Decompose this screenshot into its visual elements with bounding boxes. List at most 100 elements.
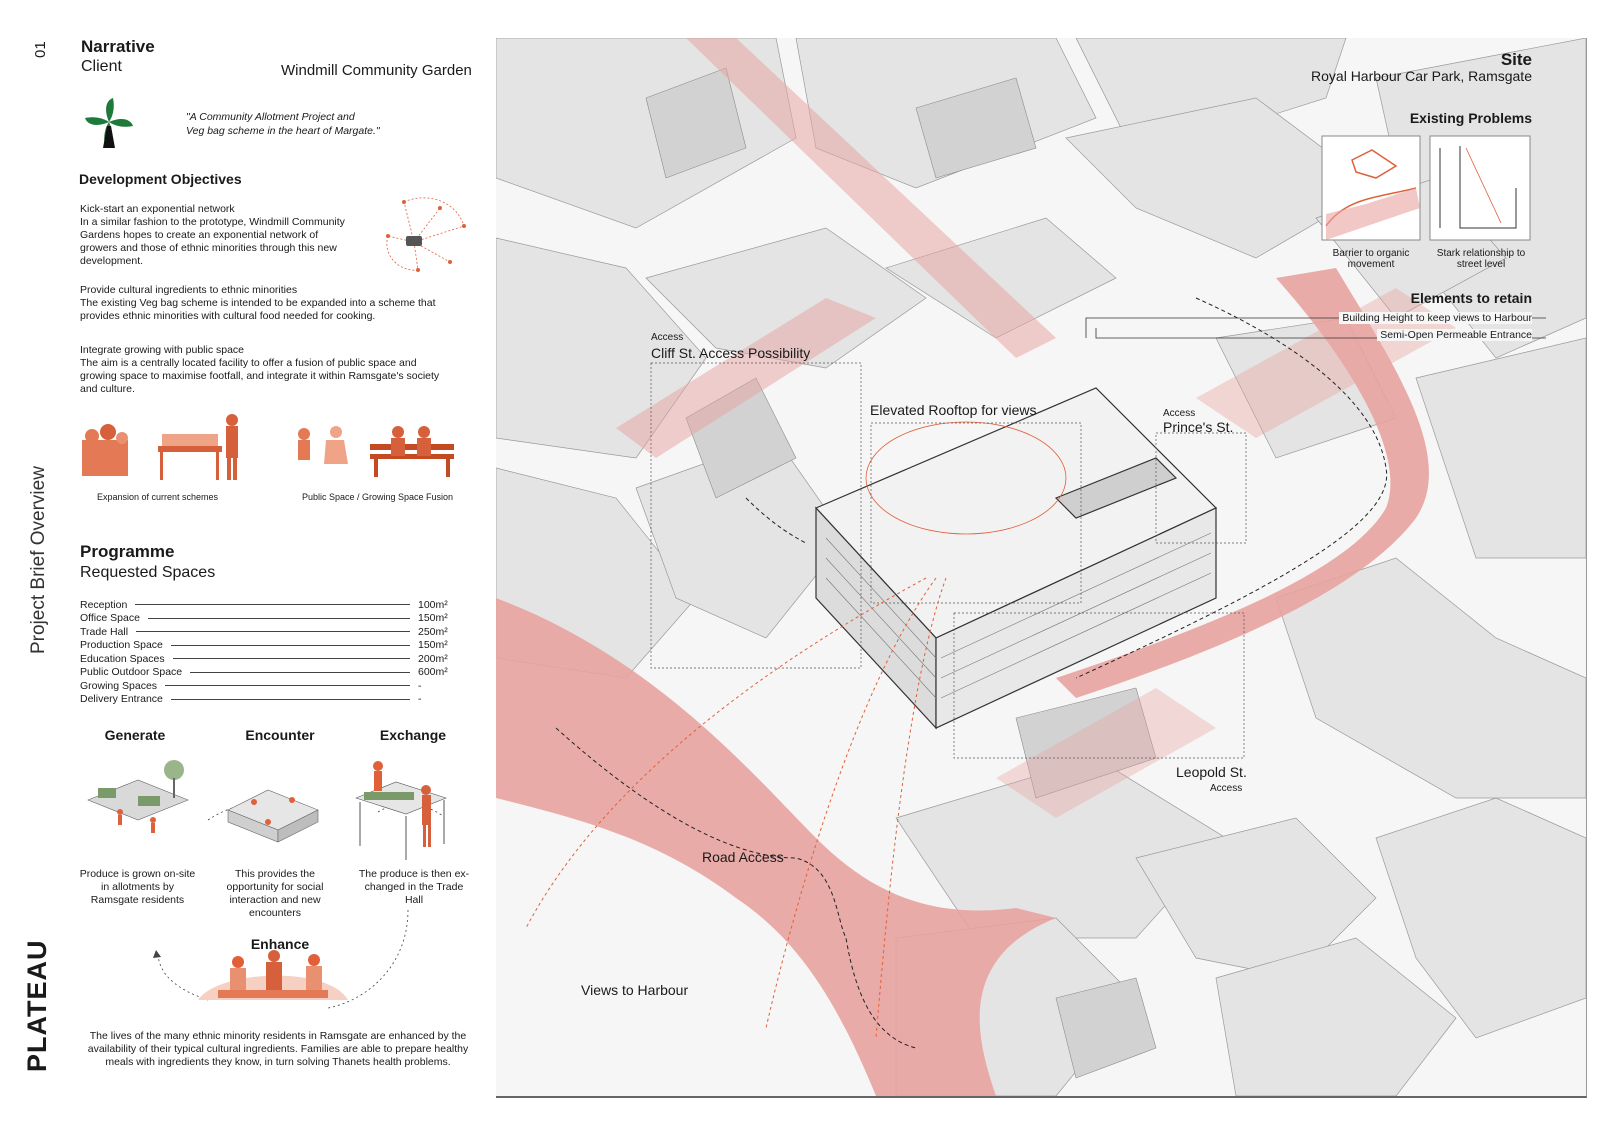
space-area: - [418, 693, 422, 706]
narrative-heading: Narrative [81, 37, 155, 56]
encounter-title: Encounter [245, 727, 315, 743]
objective-title: Kick-start an exponential network [80, 203, 235, 215]
enhance-title: Enhance [250, 936, 310, 952]
generate-illustration [87, 760, 189, 833]
views-harbour-label: Views to Harbour [581, 982, 689, 998]
objective-title: Provide cultural ingredients to ethnic m… [80, 284, 298, 296]
prince-street-label: Prince's St. [1163, 419, 1234, 435]
caption-line: movement [1347, 259, 1395, 270]
retain-heading: Elements to retain [1410, 290, 1532, 306]
client-label: Client [81, 58, 122, 75]
text-line: changed in the Trade [364, 881, 464, 893]
space-area: 250m² [418, 625, 448, 638]
cliff-access-label: Cliff St. Access Possibility [651, 345, 811, 361]
cycle-diagram [87, 760, 447, 1009]
leopold-street-label: Leopold St. [1176, 764, 1247, 780]
table-row: Production Space 150m² [80, 639, 450, 653]
space-name: Public Outdoor Space [80, 666, 183, 679]
site-axonometric: Site Royal Harbour Car Park, Ramsgate Ex… [496, 38, 1587, 1098]
quote-line-1: "A Community Allotment Project and [186, 111, 355, 123]
space-area: 600m² [418, 666, 448, 679]
objective-line: In a similar fashion to the prototype, W… [80, 216, 345, 228]
footer-text: The lives of the many ethnic minority re… [68, 1030, 488, 1069]
text-line: The lives of the many ethnic minority re… [89, 1030, 467, 1042]
prince-access-small: Access [1163, 408, 1196, 419]
encounter-text: This provides the opportunity for social… [215, 868, 335, 920]
site-map-drawing [496, 38, 1586, 1096]
text-line: in allotments by [101, 881, 174, 893]
retain-item-2: Semi-Open Permeable Entrance [1377, 329, 1532, 341]
objective-3: Integrate growing with public space The … [80, 344, 480, 396]
generate-text: Produce is grown on-site in allotments b… [75, 868, 200, 907]
objective-line: The existing Veg bag scheme is intended … [80, 297, 436, 309]
programme-heading: Programme [80, 542, 175, 561]
caption-expansion: Expansion of current schemes [96, 492, 219, 502]
client-name: Windmill Community Garden [281, 62, 472, 79]
exchange-illustration [355, 761, 447, 860]
objective-1: Kick-start an exponential network In a s… [80, 203, 380, 268]
exchange-title: Exchange [379, 727, 447, 743]
sheet-number: 01 [32, 41, 49, 58]
text-line: This provides the [235, 868, 315, 880]
space-name: Reception [80, 598, 128, 611]
objective-line: Gardens hopes to create an exponential n… [80, 229, 319, 241]
problems-heading: Existing Problems [1409, 110, 1532, 126]
site-location: Royal Harbour Car Park, Ramsgate [1311, 68, 1532, 84]
objective-title: Integrate growing with public space [80, 344, 245, 356]
generate-title: Generate [104, 727, 166, 743]
space-area: 200m² [418, 652, 448, 665]
space-name: Education Spaces [80, 652, 165, 665]
programme-subheading: Requested Spaces [80, 564, 216, 581]
table-row: Delivery Entrance - [80, 693, 450, 707]
table-row: Education Spaces 200m² [80, 652, 450, 666]
space-area: 100m² [418, 598, 448, 611]
text-line: meals with ingredients they know, in tur… [105, 1056, 451, 1068]
space-name: Production Space [80, 639, 163, 652]
caption-fusion: Public Space / Growing Space Fusion [301, 492, 454, 502]
objective-line: growers and those of ethnic minorities t… [80, 242, 337, 254]
exchange-text: The produce is then ex- changed in the T… [350, 868, 478, 907]
site-heading: Site [1500, 50, 1532, 69]
objective-line: provides ethnic minorities with cultural… [80, 310, 376, 322]
quote-line-2: Veg bag scheme in the heart of Margate." [186, 125, 380, 137]
side-title: Project Brief Overview [28, 466, 49, 654]
table-row: Public Outdoor Space 600m² [80, 666, 450, 680]
objective-2: Provide cultural ingredients to ethnic m… [80, 284, 480, 323]
retain-item-1: Building Height to keep views to Harbour [1339, 312, 1532, 324]
objective-line: and culture. [80, 383, 135, 395]
leopold-access-small: Access [1210, 783, 1243, 794]
space-name: Delivery Entrance [80, 693, 163, 706]
enhance-illustration [198, 950, 348, 1000]
space-area: 150m² [418, 639, 448, 652]
objective-line: The aim is a centrally located facility … [80, 357, 417, 369]
text-line: Hall [404, 894, 424, 906]
text-line: opportunity for social [226, 881, 324, 893]
problem-caption-2: Stark relationship to street level [1426, 248, 1536, 270]
text-line: Produce is grown on-site [79, 868, 196, 880]
market-stall-illustration [82, 414, 238, 480]
road-access-label: Road Access [702, 849, 784, 865]
network-diagram-icon [386, 197, 466, 272]
space-name: Trade Hall [80, 625, 129, 638]
public-space-illustration [298, 426, 454, 477]
windmill-logo-icon [85, 98, 133, 148]
rooftop-label: Elevated Rooftop for views [870, 402, 1037, 418]
space-area: - [418, 679, 422, 692]
problem-caption-1: Barrier to organic movement [1322, 248, 1420, 270]
objectives-heading: Development Objectives [79, 171, 242, 187]
caption-line: street level [1456, 259, 1506, 270]
space-name: Office Space [80, 612, 140, 625]
text-line: Ramsgate residents [90, 894, 185, 906]
objective-line: development. [80, 255, 144, 267]
table-row: Reception 100m² [80, 598, 450, 612]
text-line: The produce is then ex- [358, 868, 470, 880]
table-row: Growing Spaces - [80, 679, 450, 693]
text-line: interaction and new [229, 894, 321, 906]
caption-line: Stark relationship to [1436, 248, 1526, 259]
objective-line: growing space to maximise footfall, and … [80, 370, 440, 382]
space-name: Growing Spaces [80, 679, 158, 692]
caption-line: Barrier to organic [1332, 248, 1410, 259]
cliff-access-small: Access [651, 332, 684, 343]
text-line: encounters [249, 907, 301, 919]
